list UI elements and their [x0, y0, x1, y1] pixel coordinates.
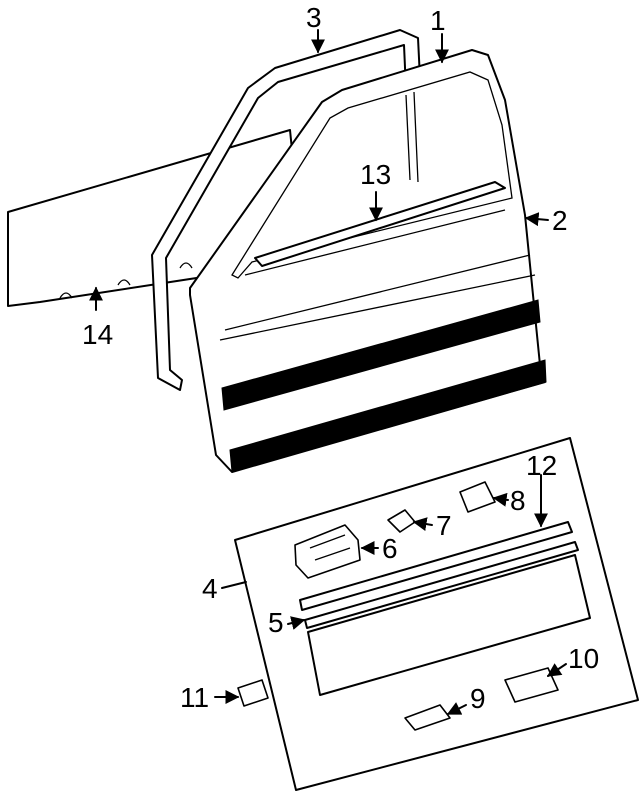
door-shell [189, 49, 547, 473]
callout-13: 13 [360, 159, 391, 190]
callout-10: 10 [568, 643, 599, 674]
leader-5 [287, 616, 306, 630]
callout-14: 14 [82, 319, 113, 350]
callout-11: 11 [180, 682, 209, 713]
leader-lines [89, 29, 567, 715]
moulding-kit-box [234, 437, 639, 791]
callout-7: 7 [436, 510, 452, 541]
leader-9 [446, 702, 467, 715]
callout-1: 1 [430, 5, 446, 36]
callout-4: 4 [202, 573, 218, 604]
callout-12: 12 [526, 450, 557, 481]
leader-8 [492, 492, 509, 507]
callout-2: 2 [552, 205, 568, 236]
leader-2 [524, 212, 549, 227]
callout-labels: 1 2 3 4 5 6 7 8 9 10 11 12 13 14 [82, 2, 599, 714]
callout-6: 6 [382, 533, 398, 564]
leader-10 [546, 663, 567, 677]
callout-3: 3 [306, 2, 322, 33]
leader-4 [221, 581, 247, 589]
callout-5: 5 [268, 607, 284, 638]
callout-9: 9 [470, 683, 486, 714]
leader-7 [412, 517, 433, 531]
callout-8: 8 [510, 485, 526, 516]
